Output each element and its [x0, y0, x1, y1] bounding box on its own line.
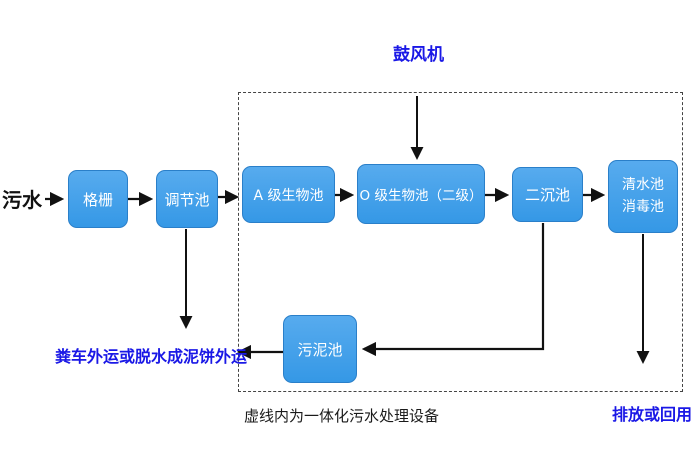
node-regulating-tank: 调节池 — [156, 170, 218, 228]
node-a-bio-label: A 级生物池 — [253, 187, 324, 204]
dashed-box-caption: 虚线内为一体化污水处理设备 — [244, 407, 440, 425]
node-sludge-label: 污泥池 — [297, 340, 343, 359]
node-grid: 格栅 — [68, 170, 128, 228]
clear-water-line: 清水池 — [622, 176, 664, 193]
integrated-equipment-dashed-boundary — [238, 92, 683, 392]
node-clear-water-disinfection-tank: 清水池 消毒池 — [608, 160, 678, 233]
node-clear-water-label: 清水池 消毒池 — [622, 175, 664, 218]
discharge-label: 排放或回用 — [612, 405, 693, 424]
node-grid-label: 格栅 — [82, 190, 113, 209]
sludge-disposal-label: 粪车外运或脱水成泥饼外运 — [55, 347, 248, 366]
node-o-bio-label: O 级生物池（二级） — [359, 188, 483, 204]
influent-label: 污水 — [2, 188, 42, 212]
disinfection-line: 消毒池 — [622, 198, 664, 215]
node-a-level-bio-tank: A 级生物池 — [242, 166, 335, 223]
node-secondary-sed-label: 二沉池 — [524, 186, 570, 204]
blower-label: 鼓风机 — [393, 45, 444, 65]
node-regulating-label: 调节池 — [164, 190, 210, 209]
node-sludge-tank: 污泥池 — [283, 315, 357, 383]
node-o-level-bio-tank: O 级生物池（二级） — [357, 164, 485, 224]
node-secondary-sedimentation-tank: 二沉池 — [512, 167, 583, 222]
